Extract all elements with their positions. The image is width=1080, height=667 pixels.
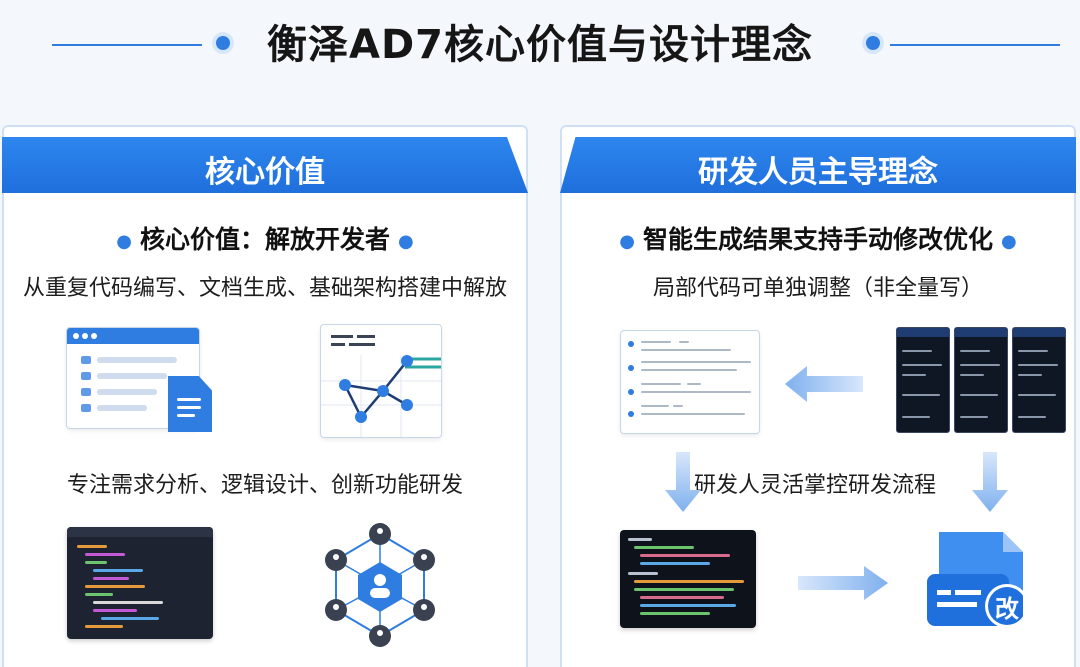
terminal-icon (896, 327, 950, 433)
developer-led-line2: 研发人灵活掌控研发流程 (693, 473, 936, 498)
developer-led-subheading: ● 智能生成结果支持手动修改优化 ● (562, 220, 1074, 256)
file-icon (168, 376, 212, 432)
bullet-icon: ● (619, 230, 635, 252)
title-bar: 衡泽AD7核心价值与设计理念 (0, 0, 1080, 90)
developer-led-line1: 局部代码可单独调整（非全量写） (652, 276, 983, 301)
title-left-line (52, 44, 202, 46)
arrow-down-icon (665, 452, 701, 512)
task-list-icon (620, 330, 760, 434)
bullet-icon: ● (398, 230, 414, 252)
code-editor-icon (620, 530, 756, 628)
title-right-dot (866, 36, 880, 50)
core-value-header-label: 核心价值 (205, 155, 325, 190)
core-value-subheading-text: 核心价值：解放开发者 (139, 225, 390, 254)
hexagon-network-icon (325, 523, 435, 647)
bullet-icon: ● (1001, 230, 1017, 252)
title-left-dot (216, 36, 230, 50)
developer-led-subheading-text: 智能生成结果支持手动修改优化 (642, 225, 993, 254)
edit-document-icon: 改 (927, 530, 1029, 628)
title-right-line (890, 44, 1060, 46)
code-editor-icon (67, 527, 213, 639)
core-value-line1: 从重复代码编写、文档生成、基础架构搭建中解放 (22, 276, 507, 301)
edit-badge-label: 改 (995, 595, 1019, 623)
graph-network-icon (320, 324, 442, 438)
terminal-icon (954, 327, 1008, 433)
terminal-icon (1012, 327, 1066, 433)
arrow-down-icon (972, 452, 1008, 512)
core-value-subheading: ● 核心价值：解放开发者 ● (4, 220, 526, 256)
bullet-icon: ● (116, 230, 132, 252)
page-title: 衡泽AD7核心价值与设计理念 (267, 22, 813, 68)
core-value-line2: 专注需求分析、逻辑设计、创新功能研发 (66, 473, 463, 498)
arrow-left-icon (785, 366, 863, 402)
developer-led-header-label: 研发人员主导理念 (698, 155, 938, 190)
core-value-header: 核心价值 (2, 137, 528, 193)
developer-led-header: 研发人员主导理念 (560, 137, 1076, 193)
arrow-right-icon (798, 566, 888, 600)
